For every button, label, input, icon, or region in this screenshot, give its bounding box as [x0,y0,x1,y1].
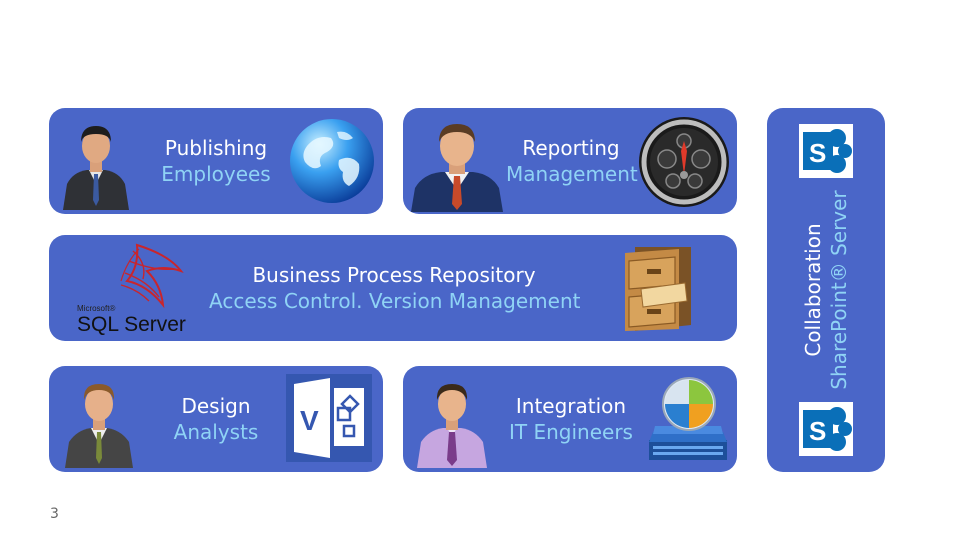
collaboration-title: Collaboration [801,223,825,357]
integration-subtitle: IT Engineers [509,420,633,444]
page-number: 3 [50,506,59,522]
manager-icon [411,124,503,212]
integration-text: Integration IT Engineers [506,393,636,445]
sql-server-logo-icon: Microsoft® SQL Server [77,243,186,336]
design-title: Design [181,394,251,418]
collaboration-subtitle: SharePoint® Server [827,190,851,390]
tile-collaboration: S Collaboration SharePoint® Server S [767,108,885,472]
sharepoint-icon: S [799,402,853,456]
dashboard-gauge-icon [639,117,729,207]
publishing-text: Publishing Employees [156,135,276,187]
publishing-subtitle: Employees [161,162,271,186]
repository-text: Business Process Repository Access Contr… [209,262,581,314]
file-cabinet-icon [625,247,691,331]
design-text: Design Analysts [156,393,276,445]
analyst-icon [65,384,133,468]
sharepoint-icon: S [799,124,853,178]
tile-integration: Integration IT Engineers [403,366,737,472]
design-subtitle: Analysts [173,420,259,444]
tile-repository: Microsoft® SQL Server Business Process R… [49,235,737,341]
sql-logo-small-text: Microsoft® [77,304,115,313]
tile-design: Design Analysts V [49,366,383,472]
svg-text:V: V [300,405,319,436]
repository-title: Business Process Repository [252,263,536,287]
reporting-text: Reporting Management [506,135,638,187]
svg-text:S: S [809,138,826,168]
globe-icon [290,119,374,203]
publishing-title: Publishing [164,136,268,160]
reporting-title: Reporting [522,136,620,160]
svg-text:S: S [809,416,826,446]
repository-subtitle: Access Control. Version Management [209,289,581,313]
integration-server-icon [649,377,727,460]
engineer-icon [417,384,487,468]
tile-reporting: Reporting Management [403,108,737,214]
businessman-icon [63,126,129,210]
tile-publishing: Publishing Employees [49,108,383,214]
integration-title: Integration [515,394,627,418]
visio-icon: V [286,374,372,462]
collaboration-text: Collaboration SharePoint® Server [800,190,852,389]
reporting-subtitle: Management [506,162,638,186]
sql-logo-main-text: SQL Server [77,313,186,336]
